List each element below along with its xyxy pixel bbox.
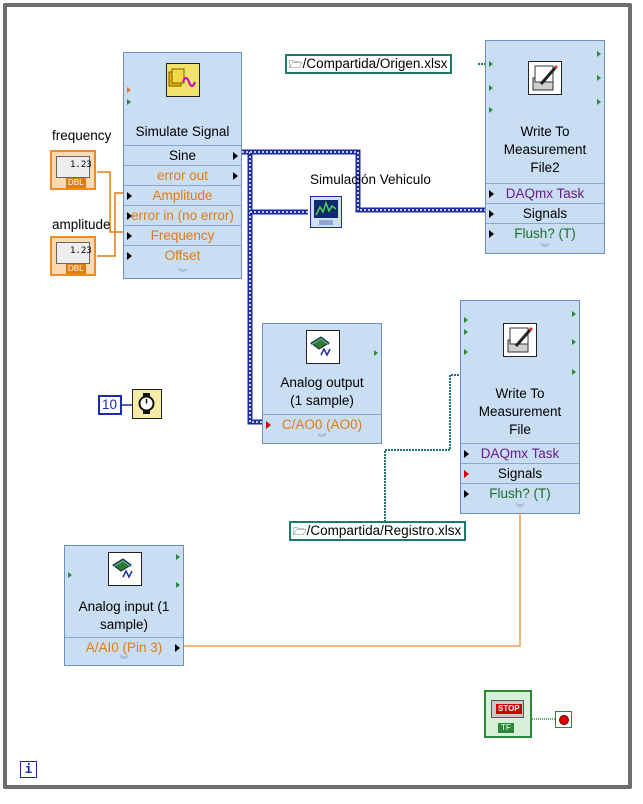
expand-chevron-icon[interactable]: ︾ bbox=[317, 433, 327, 443]
dbl-tag: DBL bbox=[66, 264, 86, 274]
path-icon: 🗁 bbox=[289, 59, 303, 71]
numeric-display: 1.23 bbox=[56, 156, 92, 178]
expand-chevron-icon[interactable]: ︾ bbox=[540, 243, 550, 253]
path-constant-registro[interactable]: 🗁/Compartida/Registro.xlsx bbox=[289, 521, 467, 541]
frequency-value: 1.23 bbox=[70, 160, 92, 170]
row-flush[interactable]: Flush? (T) bbox=[486, 223, 604, 243]
row-amplitude[interactable]: Amplitude bbox=[124, 185, 241, 205]
row-sine[interactable]: Sine bbox=[124, 145, 241, 165]
frequency-label: frequency bbox=[52, 128, 112, 143]
path-constant-origen[interactable]: 🗁/Compartida/Origen.xlsx bbox=[285, 54, 453, 74]
amplitude-control[interactable]: 1.23 DBL bbox=[50, 236, 96, 276]
vi-label: Simulación Vehiculo bbox=[310, 172, 431, 187]
row-ai-channel[interactable]: A/AI0 (Pin 3) bbox=[65, 637, 183, 657]
row-error-in[interactable]: error in (no error) bbox=[124, 205, 241, 225]
wait-timer-icon[interactable] bbox=[132, 389, 162, 419]
row-flush[interactable]: Flush? (T) bbox=[461, 483, 579, 503]
loop-iteration-terminal[interactable]: i bbox=[20, 761, 37, 778]
expand-chevron-icon[interactable]: ︾ bbox=[119, 655, 129, 665]
path-icon: 🗁 bbox=[293, 526, 307, 538]
analog-output-icon bbox=[306, 330, 340, 364]
frequency-wire bbox=[97, 171, 124, 233]
simulate-signal-title: Simulate Signal bbox=[135, 124, 230, 139]
simulate-signal-node[interactable]: Simulate Signal Sine error out Amplitude… bbox=[123, 52, 242, 279]
simulate-signal-icon bbox=[166, 63, 200, 97]
row-frequency[interactable]: Frequency bbox=[124, 225, 241, 245]
expand-chevron-icon[interactable]: ︾ bbox=[515, 503, 525, 513]
amplitude-wire bbox=[97, 192, 124, 257]
tf-tag: TF bbox=[498, 723, 514, 733]
analog-input-icon bbox=[108, 552, 142, 586]
row-ao-channel[interactable]: C/AO0 (AO0) bbox=[263, 414, 381, 434]
stop-button-face: STOP bbox=[491, 700, 524, 718]
expand-chevron-icon[interactable]: ︾ bbox=[177, 268, 187, 278]
stop-label: STOP bbox=[496, 704, 522, 714]
row-daqmx-task[interactable]: DAQmx Task bbox=[486, 183, 604, 203]
row-daqmx-task[interactable]: DAQmx Task bbox=[461, 443, 579, 463]
wait-ms-constant[interactable]: 10 bbox=[98, 395, 123, 415]
amplitude-value: 1.23 bbox=[70, 246, 92, 256]
row-offset[interactable]: Offset bbox=[124, 245, 241, 265]
stop-button-terminal[interactable]: STOP TF bbox=[484, 690, 532, 738]
row-signals[interactable]: Signals bbox=[461, 463, 579, 483]
amplitude-label: amplitude bbox=[52, 217, 111, 232]
row-error-out[interactable]: error out bbox=[124, 165, 241, 185]
analog-output-node[interactable]: Analog output(1 sample) C/AO0 (AO0) ︾ bbox=[262, 323, 382, 444]
simulacion-vehiculo-vi[interactable] bbox=[310, 196, 342, 228]
frequency-control[interactable]: 1.23 DBL bbox=[50, 150, 96, 190]
analog-input-wire bbox=[184, 512, 521, 647]
write-file-icon bbox=[503, 323, 537, 357]
path-wire-registro bbox=[384, 374, 460, 531]
dbl-tag: DBL bbox=[66, 178, 86, 188]
row-signals[interactable]: Signals bbox=[486, 203, 604, 223]
dynamic-data-wire bbox=[242, 149, 486, 425]
loop-condition-icon[interactable] bbox=[555, 711, 572, 728]
write-file-icon bbox=[528, 61, 562, 95]
analog-output-title: Analog output(1 sample) bbox=[280, 375, 364, 408]
numeric-display: 1.23 bbox=[56, 242, 92, 264]
